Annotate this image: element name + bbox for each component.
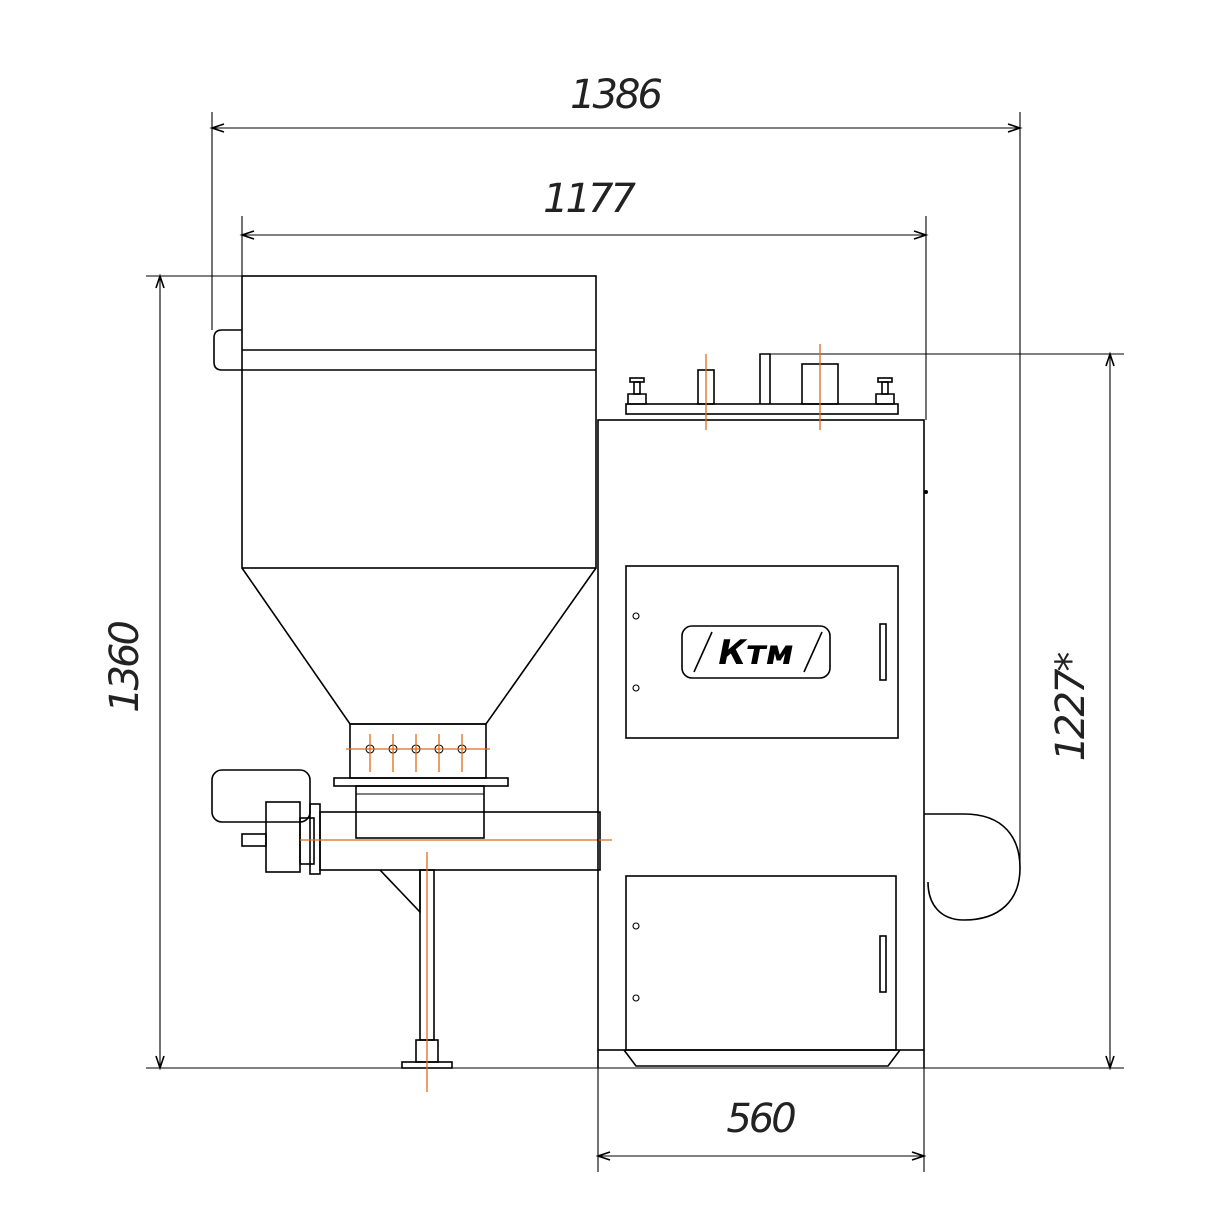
upper-door-handle: [879, 623, 887, 681]
hopper-flange: [333, 777, 509, 787]
dimension-boiler-width: 1177: [239, 176, 929, 420]
boiler-base: [623, 1049, 901, 1067]
auger-feeder: [211, 769, 612, 1092]
hopper-handle: [213, 329, 242, 371]
fan-housing: [924, 813, 1021, 921]
dim-1360-label: 1360: [102, 622, 148, 713]
brand-logo: Ктм: [681, 625, 831, 679]
dim-1386-label: 1386: [570, 72, 661, 118]
fuel-hopper: [213, 275, 597, 839]
screw-tube: [319, 811, 601, 871]
dim-1177-label: 1177: [543, 176, 636, 222]
dimension-boiler-depth: 560: [595, 1068, 927, 1172]
left-valve-icon: [627, 377, 647, 405]
right-valve-icon: [875, 377, 895, 405]
top-rail: [625, 403, 899, 415]
boiler-body: [597, 419, 928, 1068]
dimension-overall-width: 1386: [209, 72, 1023, 870]
brand-logo-text: Ктм: [718, 633, 793, 673]
dimension-overall-height: 1360: [102, 273, 1124, 1071]
neck-bolts: [346, 734, 490, 772]
lower-door: [625, 875, 897, 1051]
support-bracket: [379, 869, 421, 914]
dimension-boiler-height: 1227*: [760, 351, 1124, 1071]
feeder-motor: [211, 769, 311, 823]
dim-560-label: 560: [726, 1096, 795, 1142]
upper-door: Ктм: [625, 565, 899, 739]
top-fittings: [625, 344, 899, 430]
lower-door-handle: [879, 935, 887, 993]
lower-door-hinge-bottom: [632, 994, 640, 1002]
upper-door-hinge-bottom: [632, 684, 640, 692]
gearbox: [265, 801, 301, 873]
lower-door-hinge-top: [632, 922, 640, 930]
upper-door-hinge-top: [632, 612, 640, 620]
dim-1227-label: 1227*: [1048, 653, 1094, 762]
